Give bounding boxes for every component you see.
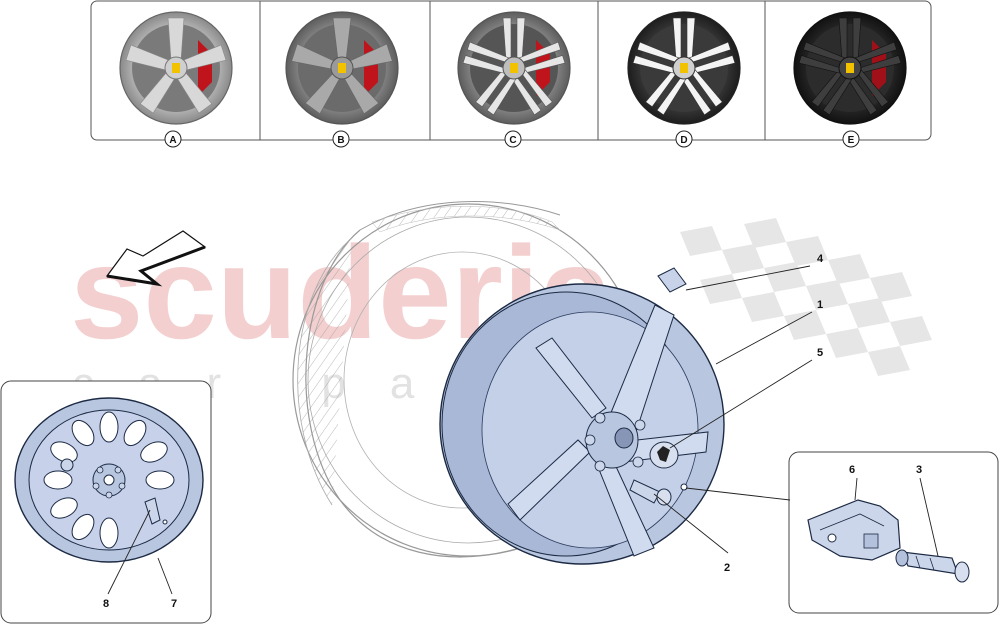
wheel-variants-panel: A B C D E <box>90 0 932 148</box>
horse-badge-icon <box>680 63 688 73</box>
variant-label-text: C <box>509 135 516 146</box>
tpms-sensor-inset <box>788 451 999 614</box>
variant-label-text: B <box>337 135 344 146</box>
callout-4: 4 <box>817 253 824 265</box>
horse-badge-icon <box>172 63 180 73</box>
variant-label-text: E <box>848 135 855 146</box>
tpms-sensor[interactable] <box>807 499 901 561</box>
variant-c-wheel[interactable] <box>457 11 571 125</box>
checkered-flag-watermark <box>680 218 932 376</box>
variant-e-wheel[interactable] <box>793 11 907 125</box>
variant-d-wheel[interactable] <box>627 11 741 125</box>
spare-wheel-valve[interactable] <box>144 497 168 525</box>
horse-badge-icon <box>510 63 518 73</box>
variant-label-text: D <box>680 135 687 146</box>
callout-2: 2 <box>724 562 730 574</box>
tpms-valve-stem[interactable] <box>895 549 970 583</box>
direction-arrow-icon <box>105 230 207 287</box>
callout-8: 8 <box>103 598 109 610</box>
spare-wheel-inset <box>0 380 212 624</box>
leader-lines <box>107 265 939 595</box>
variant-label-a[interactable]: A <box>164 130 182 148</box>
main-wheel-rim[interactable] <box>439 283 725 565</box>
callout-3: 3 <box>916 464 922 476</box>
lug-bolt-icon <box>92 466 126 499</box>
variant-label-text: A <box>169 135 176 146</box>
callout-1: 1 <box>817 299 823 311</box>
callout-7: 7 <box>171 598 177 610</box>
variant-label-b[interactable]: B <box>332 130 350 148</box>
lug-bolt-icon <box>584 412 646 472</box>
variant-label-d[interactable]: D <box>675 130 693 148</box>
center-cap[interactable] <box>649 441 679 469</box>
variant-a-wheel[interactable] <box>119 11 233 125</box>
variant-b-wheel[interactable] <box>285 11 399 125</box>
horse-badge-icon <box>846 63 854 73</box>
callout-5: 5 <box>817 347 823 359</box>
callout-6: 6 <box>849 464 855 476</box>
horse-badge-icon <box>338 63 346 73</box>
variant-label-e[interactable]: E <box>842 130 860 148</box>
horse-logo-icon <box>657 446 670 462</box>
callout-labels: 4 1 5 2 6 3 8 7 <box>103 253 922 610</box>
spare-wheel[interactable] <box>14 397 204 563</box>
variant-label-c[interactable]: C <box>504 130 522 148</box>
wheel-bolt[interactable] <box>629 479 672 506</box>
wheel-weight[interactable] <box>657 267 687 293</box>
valve-hole <box>680 483 688 491</box>
